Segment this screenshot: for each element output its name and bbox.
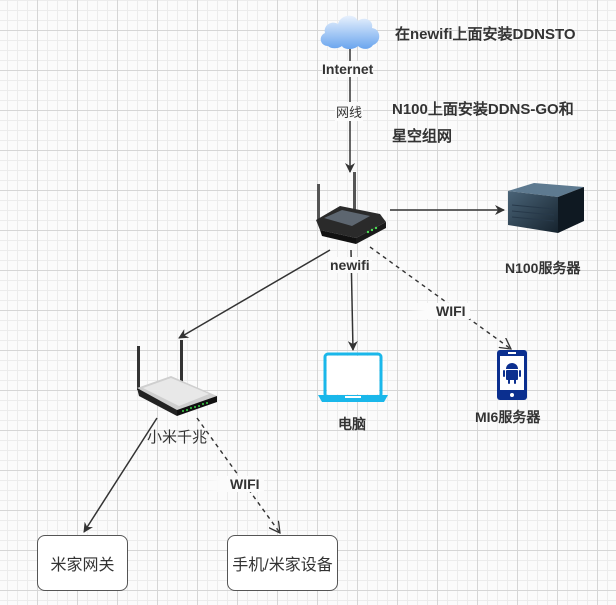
n100-label: N100服务器 [505,260,581,276]
internet-label: Internet [322,61,374,77]
phones-devices-node[interactable]: 手机/米家设备 [227,535,338,591]
android-phone-icon [497,350,527,400]
note-ddnsgo-line1: N100上面安装DDNS-GO和 [392,101,574,118]
edge-newifi-xiaomi [178,249,331,339]
note-ddnsto: 在newifi上面安装DDNSTO [395,26,576,43]
server-icon [508,183,584,233]
laptop-label: 电脑 [338,416,366,432]
newifi-label: newifi [328,257,372,273]
edge-label-wifi-mi6: WIFI [406,303,470,319]
mi6-label: MI6服务器 [475,409,541,425]
mijia-gateway-node[interactable]: 米家网关 [37,535,128,591]
router-icon [316,172,386,244]
edge-label-wangxian: 网线 [335,102,364,121]
edge-label-wifi-devices: WIFI [198,476,264,492]
note-ddnsgo-line2: 星空组网 [392,128,453,145]
xiaomi-router-label: 小米千兆 [147,429,208,446]
laptop-icon [318,352,388,402]
edge-newifi-mi6 [369,246,511,349]
router-icon [137,340,217,416]
edge-xiaomi-gateway [83,417,158,533]
android-robot-icon [503,363,521,384]
cloud-icon [320,15,380,50]
